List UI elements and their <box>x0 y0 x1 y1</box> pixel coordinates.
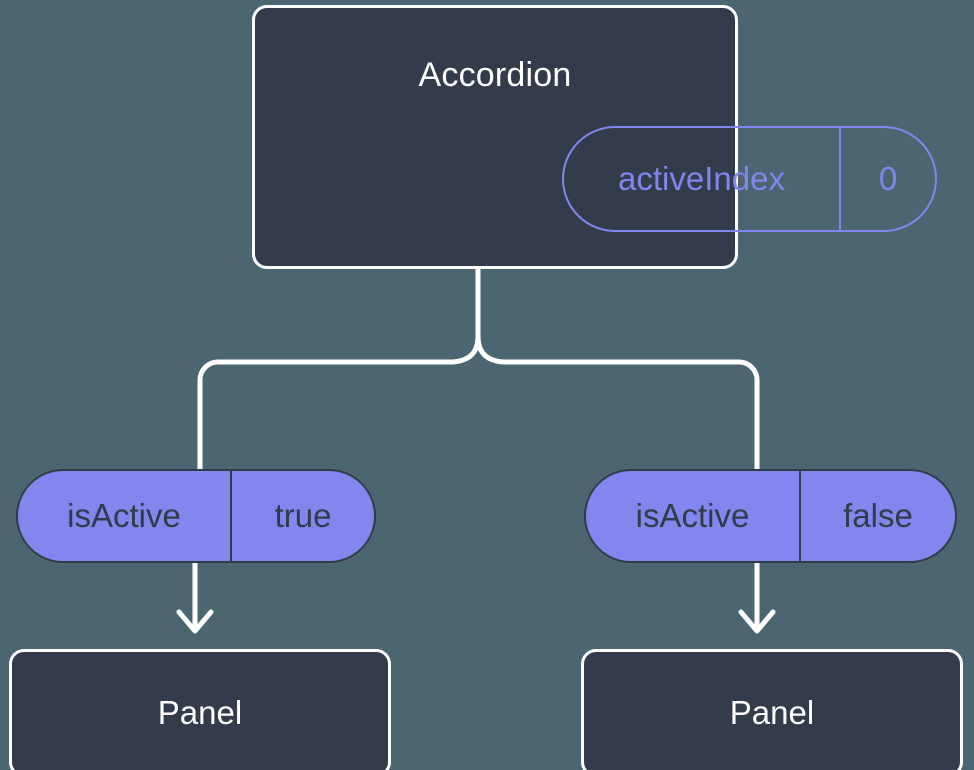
prop-badge-is-active-true[interactable]: isActive true <box>16 469 376 563</box>
prop-value-left: true <box>274 497 332 534</box>
branch-left-elbow <box>197 359 221 473</box>
panel-title-right: Panel <box>729 694 815 731</box>
branch-right-elbow <box>736 359 760 473</box>
panel-component-node-left[interactable]: Panel <box>9 649 391 770</box>
accordion-state-badge[interactable]: activeIndex 0 <box>562 126 937 232</box>
prop-badge-is-active-false[interactable]: isActive false <box>584 469 957 563</box>
panel-component-node-right[interactable]: Panel <box>581 649 963 770</box>
prop-value-right: false <box>843 497 913 534</box>
arrow-left-head <box>176 609 214 634</box>
accordion-state-key: activeIndex <box>564 128 841 230</box>
prop-key-left: isActive <box>18 471 232 561</box>
arrow-right-head <box>738 609 776 634</box>
accordion-component-node[interactable]: Accordion activeIndex 0 <box>252 5 937 269</box>
split-right-curve <box>475 333 742 365</box>
accordion-title: Accordion <box>418 56 572 94</box>
panel-title-left: Panel <box>157 694 243 731</box>
accordion-state-value: 0 <box>878 160 898 197</box>
prop-key-right: isActive <box>586 471 801 561</box>
split-left-curve <box>215 333 481 365</box>
